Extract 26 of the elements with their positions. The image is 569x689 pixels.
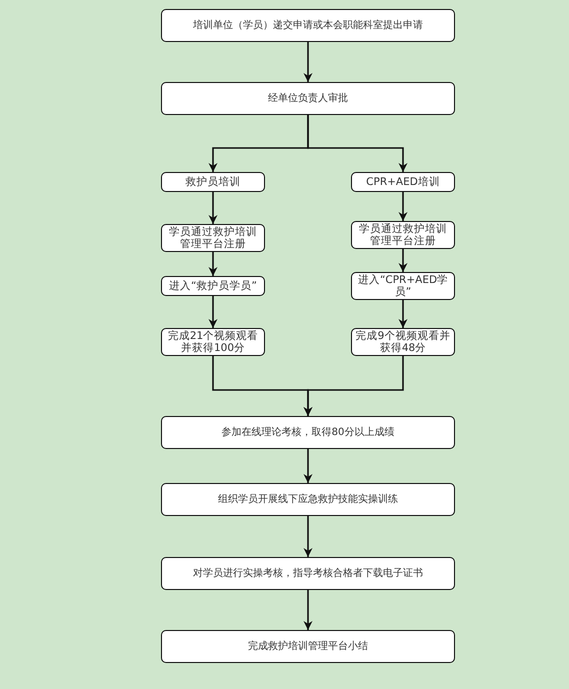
process-box: 参加在线理论考核，取得80分以上成绩 [161, 416, 455, 449]
process-box: 学员通过救护培训管理平台注册 [161, 224, 265, 252]
process-box: 完成21个视频观看并获得100分 [161, 328, 265, 356]
arrow [304, 449, 312, 483]
process-box: 救护员培训 [161, 172, 265, 192]
process-box: 进入“救护员学员” [161, 276, 265, 296]
arrow [304, 42, 312, 82]
process-box: 完成9个视频观看并获得48分 [351, 328, 455, 356]
arrow [398, 300, 408, 328]
arrow [208, 252, 218, 276]
process-box: 组织学员开展线下应急救护技能实操训练 [161, 483, 455, 516]
process-box: 培训单位（学员）递交申请或本会职能科室提出申请 [161, 9, 455, 42]
arrow [398, 249, 408, 272]
arrow [398, 192, 408, 221]
process-box: 学员通过救护培训管理平台注册 [351, 221, 455, 249]
process-box: 进入“CPR+AED学员” [351, 272, 455, 300]
process-box: 对学员进行实操考核，指导考核合格者下载电子证书 [161, 557, 455, 590]
process-box: CPR+AED培训 [351, 172, 455, 192]
arrow [304, 356, 404, 416]
process-box: 经单位负责人审批 [161, 82, 455, 115]
process-box: 完成救护培训管理平台小结 [161, 630, 455, 663]
arrow [208, 296, 218, 328]
arrow [307, 115, 408, 172]
arrow [304, 516, 312, 557]
arrow [304, 590, 312, 630]
arrow [208, 192, 218, 224]
